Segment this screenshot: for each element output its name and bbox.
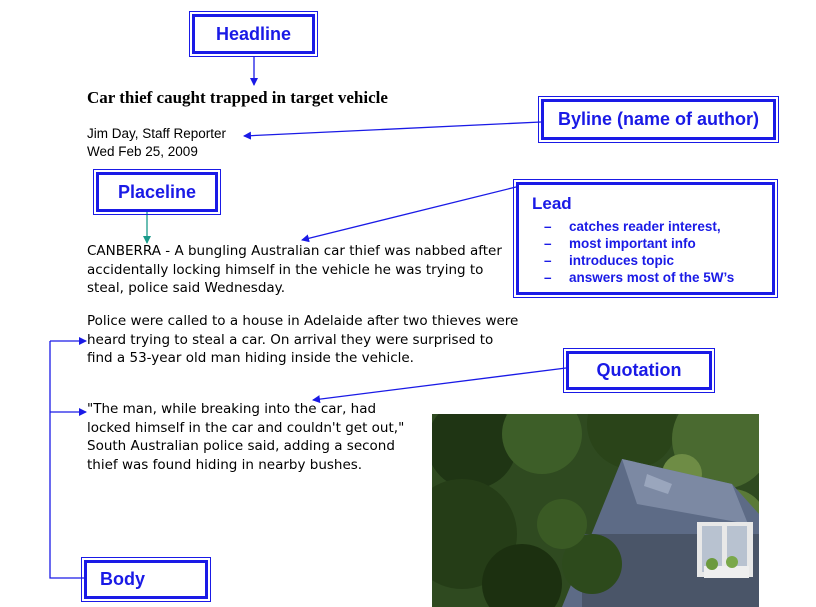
body-bracket xyxy=(49,341,84,579)
body-label: Body xyxy=(81,557,211,602)
quotation-paragraph: "The man, while breaking into the car, h… xyxy=(87,401,405,473)
article-date: Wed Feb 25, 2009 xyxy=(87,144,198,159)
lead-point: –catches reader interest, xyxy=(544,219,721,234)
body-paragraph: Police were called to a house in Adelaid… xyxy=(87,313,519,366)
headline-label: Headline xyxy=(189,11,318,57)
lead-label: Lead xyxy=(532,194,572,213)
lead-points: –catches reader interest, –most importan… xyxy=(544,218,734,286)
lead-box: Lead –catches reader interest, –most imp… xyxy=(513,179,778,298)
lead-point: –most important info xyxy=(544,236,696,251)
byline-arrow xyxy=(243,121,542,140)
lead-point: –answers most of the 5W’s xyxy=(544,270,735,285)
article-author: Jim Day, Staff Reporter xyxy=(87,126,227,141)
quotation-label: Quotation xyxy=(563,348,715,393)
lead-arrow xyxy=(301,186,517,243)
quotation-arrow xyxy=(312,367,567,404)
house-photo xyxy=(432,414,759,607)
article-headline: Car thief caught trapped in target vehic… xyxy=(87,88,388,107)
lead-point: –introduces topic xyxy=(544,253,675,268)
lead-paragraph: CANBERRA - A bungling Australian car thi… xyxy=(87,243,502,296)
placeline-label: Placeline xyxy=(93,169,221,215)
byline-label: Byline (name of author) xyxy=(538,96,779,143)
